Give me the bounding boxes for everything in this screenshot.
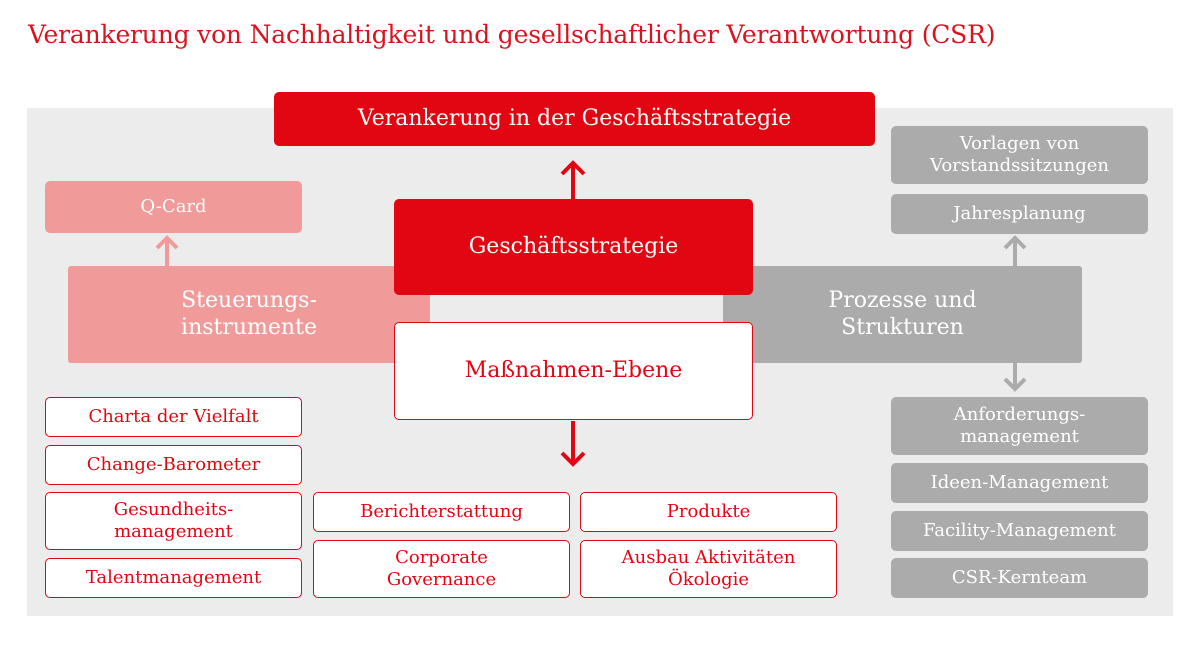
- strategy-anchoring-box: Verankerung in der Geschäftsstrategie: [274, 92, 875, 146]
- qcard-box: Q-Card: [45, 181, 302, 233]
- middle-item-corporate-governance: Corporate Governance: [313, 540, 570, 598]
- processes-structures-box: Prozesse und Strukturen: [723, 266, 1082, 363]
- arrow-up-to-top-box: [560, 160, 586, 199]
- business-strategy-box: Geschäftsstrategie: [394, 199, 753, 295]
- steering-instruments-box: Steuerungs- instrumente: [68, 266, 430, 363]
- arrow-down-to-items: [560, 421, 586, 467]
- right-item-requirements-management: Anforderungs- management: [891, 397, 1148, 455]
- left-item-change-barometer: Change-Barometer: [45, 445, 302, 485]
- right-item-csr-core-team: CSR-Kernteam: [891, 558, 1148, 598]
- right-item-facility-management: Facility-Management: [891, 511, 1148, 551]
- diagram-title: Verankerung von Nachhaltigkeit und gesel…: [28, 20, 996, 49]
- middle-item-products: Produkte: [580, 492, 837, 532]
- arrow-up-to-qcard: [155, 235, 179, 266]
- left-item-charta: Charta der Vielfalt: [45, 397, 302, 437]
- left-item-talent-management: Talentmanagement: [45, 558, 302, 598]
- arrow-down-to-requirements: [1003, 363, 1027, 392]
- board-meeting-templates-box: Vorlagen von Vorstandssitzungen: [891, 126, 1148, 184]
- middle-item-ecology: Ausbau Aktivitäten Ökologie: [580, 540, 837, 598]
- measures-level-box: Maßnahmen-Ebene: [394, 322, 753, 420]
- middle-item-reporting: Berichterstattung: [313, 492, 570, 532]
- annual-planning-box: Jahresplanung: [891, 194, 1148, 234]
- left-item-health-management: Gesundheits- management: [45, 492, 302, 550]
- right-item-ideas-management: Ideen-Management: [891, 463, 1148, 503]
- arrow-up-to-annual-planning: [1003, 235, 1027, 266]
